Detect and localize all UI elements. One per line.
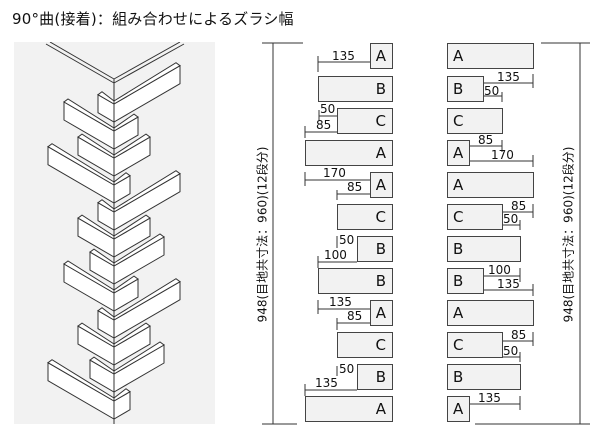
offset-label: 135 [478,391,501,405]
corner-edge [113,41,181,80]
piece: A [447,396,470,422]
piece: B [318,268,393,294]
piece: C [337,108,393,134]
piece: A [370,43,393,69]
piece: A [370,172,393,198]
offset-label: 100 [488,263,511,277]
offset-label: 135 [332,49,355,63]
offset-label: 135 [497,277,520,291]
brick [113,113,139,132]
piece: C [337,332,393,358]
brick [113,388,131,402]
piece: B [447,268,484,294]
brick [113,170,181,213]
piece: B [447,364,521,390]
offset-label: 50 [339,233,355,247]
offset-label: 85 [511,199,527,213]
piece: A [447,140,470,166]
corner-edge [113,43,185,84]
offset-label: 85 [511,328,527,342]
total-height-label-right: 948(目地共寸法：960)(12段分) [561,146,576,323]
offset-label: 170 [491,148,514,162]
piece: B [318,76,393,102]
offset-label: 50 [484,84,500,98]
offset-label: 85 [347,309,363,323]
piece: C [337,204,393,230]
offset-label: 100 [324,248,347,262]
offset-label: 50 [339,362,355,376]
offset-label: 50 [503,212,519,226]
piece: A [447,172,534,198]
piece: A [447,43,534,69]
piece: A [305,396,393,422]
corner-illustration-panel [14,41,215,424]
piece: A [447,300,534,326]
offset-label: 50 [503,344,519,358]
brick [113,133,151,159]
offset-label: 135 [497,70,520,84]
brick [113,62,181,105]
brick-corner-illustration [45,41,185,424]
brick [113,233,165,267]
offset-label: 135 [329,295,352,309]
piece: B [357,364,393,390]
offset-label: 85 [316,118,332,132]
brick [113,172,131,186]
offset-label: 85 [347,180,363,194]
piece: C [447,204,503,230]
piece: C [447,332,503,358]
piece: B [357,236,393,262]
piece: A [305,140,393,166]
piece: B [447,76,484,102]
total-height-label-middle: 948(目地共寸法：960)(12段分) [255,146,270,323]
brick [113,275,139,294]
piece: B [447,236,521,262]
brick [113,278,181,321]
diagram-title: 90°曲(接着)：組み合わせによるズラシ幅 [12,10,294,28]
piece: C [447,108,503,134]
corner-edge [45,43,115,84]
offset-label: 50 [320,102,336,116]
offset-label: 135 [315,376,338,390]
offset-label: 85 [478,133,494,147]
brick [113,341,165,375]
corner-edge [49,41,115,80]
piece: A [370,300,393,326]
brick [113,214,151,240]
brick [113,322,151,348]
offset-label: 170 [323,166,346,180]
